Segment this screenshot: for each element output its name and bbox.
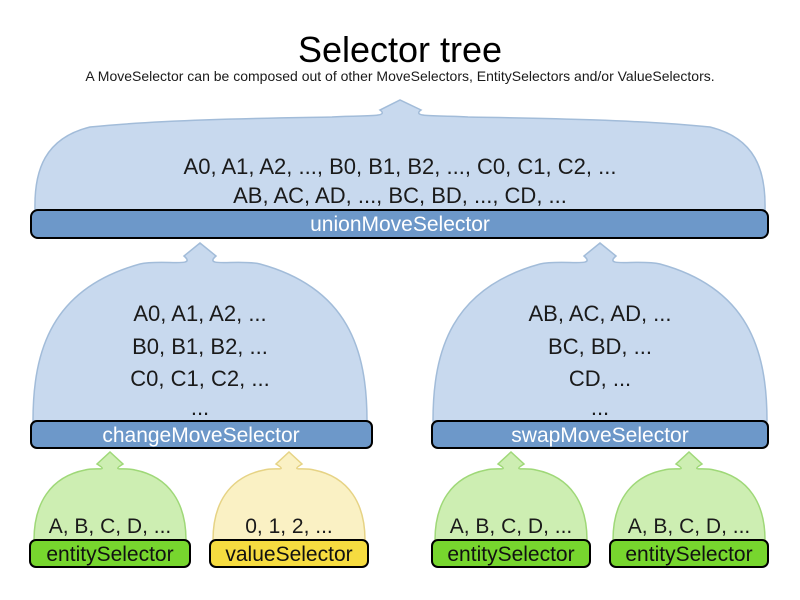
union-balloon-arrow-shape [34,99,766,211]
change-content-line: ... [191,395,209,420]
entity1-content-line: A, B, C, D, ... [49,515,172,538]
change-content-line: A0, A1, A2, ... [133,301,266,326]
entity1-label: entitySelector [46,543,173,566]
entity-selector-node-2: A, B, C, D, ... entitySelector [431,450,591,568]
change-move-selector-node: A0, A1, A2, ... B0, B1, B2, ... C0, C1, … [30,242,373,449]
change-content-line: B0, B1, B2, ... [132,334,268,359]
page-subtitle: A MoveSelector can be composed out of ot… [85,68,714,84]
union-label: unionMoveSelector [310,213,490,236]
entity2-balloon-arrow-shape [434,450,588,541]
union-content-line: A0, A1, A2, ..., B0, B1, B2, ..., C0, C1… [184,154,617,179]
page-title: Selector tree [298,29,502,70]
entity3-balloon-arrow-shape [612,450,766,541]
change-bar [30,420,373,449]
swap-move-selector-node: AB, AC, AD, ... BC, BD, ... CD, ... ... … [431,242,769,449]
value-balloon-arrow-shape [212,450,366,541]
swap-bar [431,420,769,449]
swap-content-line: ... [591,395,609,420]
swap-content-line: BC, BD, ... [548,334,652,359]
entity3-content-line: A, B, C, D, ... [628,515,751,538]
swap-content-line: CD, ... [569,366,631,391]
entity3-label: entitySelector [625,543,752,566]
change-balloon-arrow-shape [32,242,368,422]
union-bar [30,209,769,239]
entity1-balloon-arrow-shape [33,450,187,541]
entity2-content-line: A, B, C, D, ... [450,515,573,538]
value-label: valueSelector [225,543,352,566]
swap-label: swapMoveSelector [511,424,688,447]
entity3-bar [609,539,769,568]
swap-balloon-arrow-shape [432,242,768,422]
union-move-selector-node: A0, A1, A2, ..., B0, B1, B2, ..., C0, C1… [30,99,769,239]
value-content-line: 0, 1, 2, ... [245,515,333,538]
value-selector-node: 0, 1, 2, ... valueSelector [209,450,369,568]
union-content-line: AB, AC, AD, ..., BC, BD, ..., CD, ... [233,183,567,208]
entity-selector-node-1: A, B, C, D, ... entitySelector [29,450,191,568]
change-label: changeMoveSelector [102,424,299,447]
entity-selector-node-3: A, B, C, D, ... entitySelector [609,450,769,568]
entity1-bar [29,539,191,568]
change-content-line: C0, C1, C2, ... [130,366,269,391]
entity2-label: entitySelector [447,543,574,566]
value-bar [209,539,369,568]
entity2-bar [431,539,591,568]
swap-content-line: AB, AC, AD, ... [528,301,671,326]
